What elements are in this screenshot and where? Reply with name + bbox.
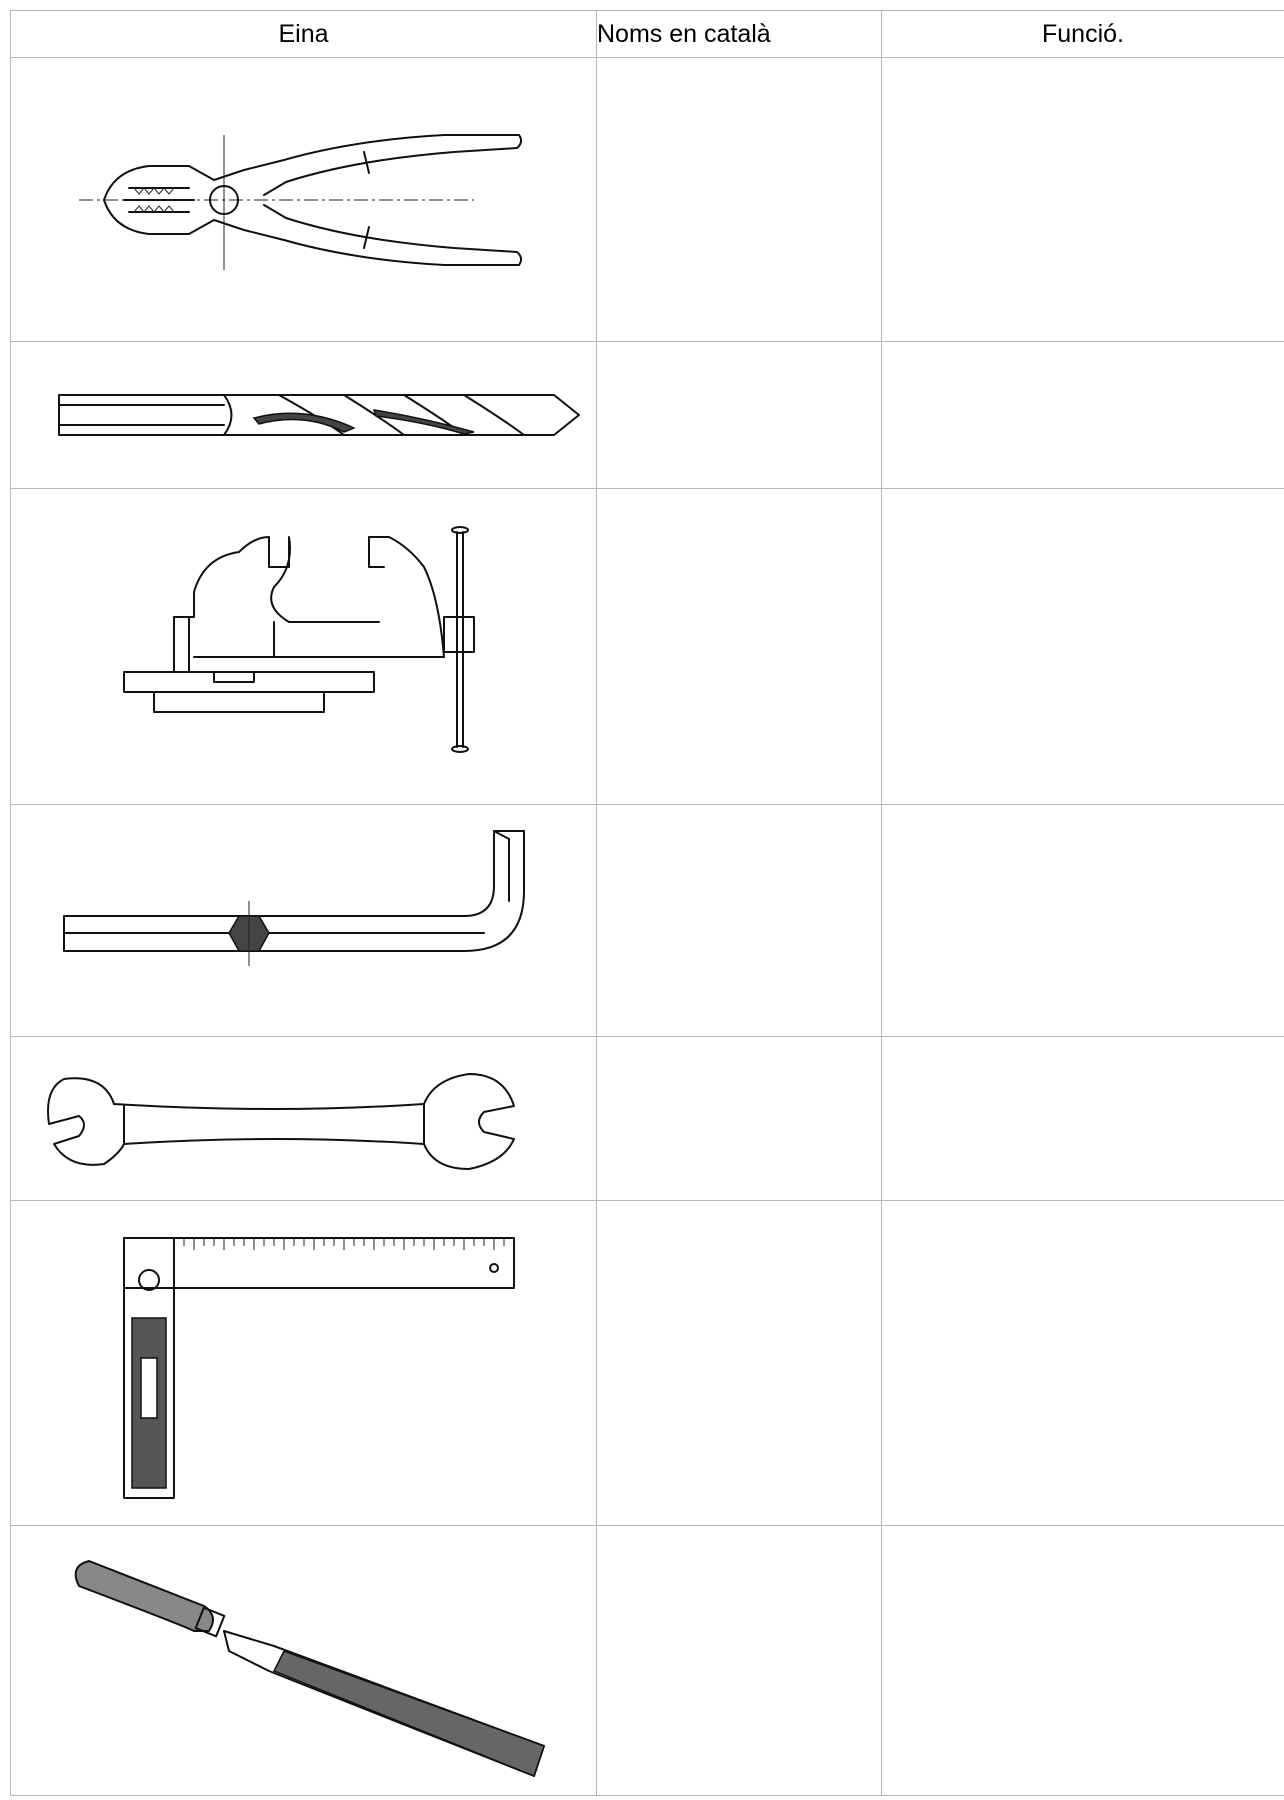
tool-image-cell: [10, 488, 597, 805]
table-row: [10, 341, 1284, 489]
catalan-name-cell[interactable]: [596, 341, 882, 489]
catalan-name-cell[interactable]: [596, 488, 882, 805]
table-row: [10, 1036, 1284, 1201]
function-cell[interactable]: [881, 1200, 1284, 1526]
tools-worksheet-table: Eina Noms en català Funció.: [10, 10, 1284, 1796]
header-row: Eina Noms en català Funció.: [10, 10, 1284, 58]
tool-image-cell: [10, 1036, 597, 1201]
tool-image-cell: [10, 1525, 597, 1796]
catalan-name-cell[interactable]: [596, 804, 882, 1037]
header-tool: Eina: [10, 10, 597, 58]
catalan-name-cell[interactable]: [596, 1525, 882, 1796]
table-row: [10, 804, 1284, 1037]
function-cell[interactable]: [881, 57, 1284, 342]
tool-image-cell: [10, 341, 597, 489]
bench-vise-icon: [122, 525, 475, 753]
function-cell[interactable]: [881, 341, 1284, 489]
table-row: [10, 1525, 1284, 1796]
open-end-wrench-icon: [46, 1072, 515, 1170]
header-catalan-name: Noms en català: [596, 10, 882, 58]
catalan-name-cell[interactable]: [596, 1036, 882, 1201]
function-cell[interactable]: [881, 488, 1284, 805]
table-row: [10, 1200, 1284, 1526]
pliers-icon: [78, 133, 522, 270]
table-row: [10, 488, 1284, 805]
tool-image-cell: [10, 57, 597, 342]
header-function: Funció.: [881, 10, 1284, 58]
function-cell[interactable]: [881, 804, 1284, 1037]
allen-key-icon: [62, 829, 525, 966]
tool-image-cell: [10, 1200, 597, 1526]
drill-bit-icon: [57, 394, 580, 436]
tool-image-cell: [10, 804, 597, 1037]
catalan-name-cell[interactable]: [596, 57, 882, 342]
carpenter-square-icon: [122, 1237, 515, 1499]
function-cell[interactable]: [881, 1525, 1284, 1796]
file-icon: [74, 1559, 545, 1777]
function-cell[interactable]: [881, 1036, 1284, 1201]
table-row: [10, 57, 1284, 342]
catalan-name-cell[interactable]: [596, 1200, 882, 1526]
